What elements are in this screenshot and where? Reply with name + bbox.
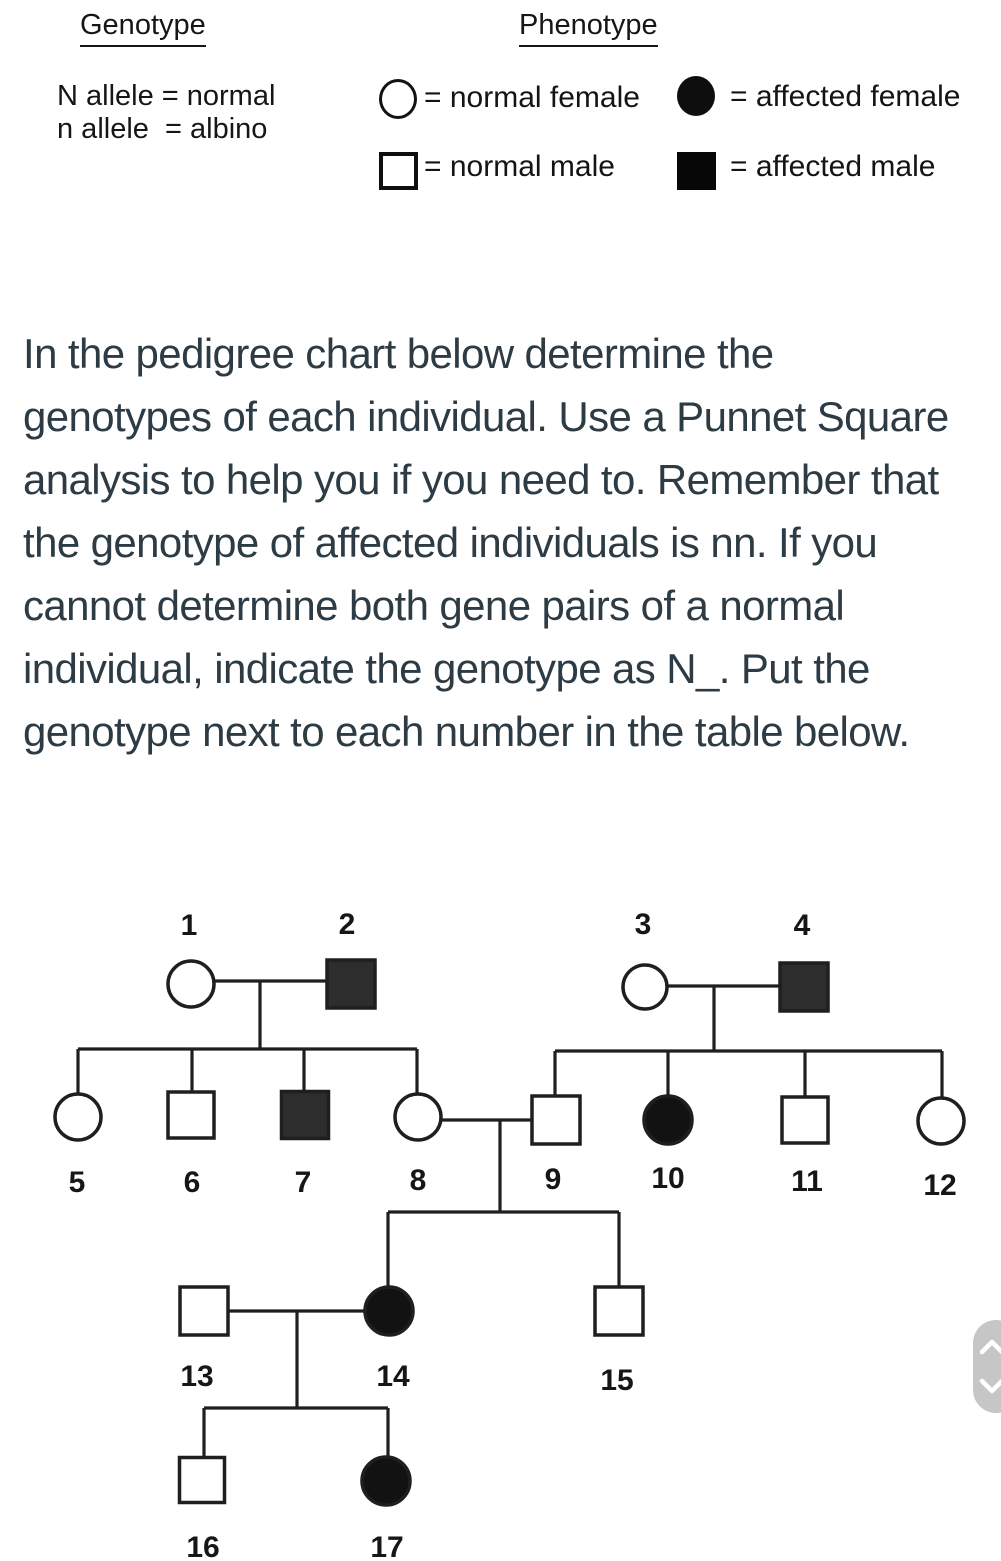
instructions-line: genotypes of each individual. Use a Punn… — [23, 393, 949, 440]
allele-key-normal: N allele = normal — [57, 80, 276, 112]
scroll-down-button[interactable] — [979, 1378, 1001, 1394]
instructions-paragraph: In the pedigree chart below determine th… — [23, 322, 949, 763]
pedigree-individual-8-circle — [393, 1092, 443, 1142]
phenotype-heading: Phenotype — [519, 9, 658, 47]
affected-female-label: = affected female — [730, 80, 961, 113]
pedigree-individual-7-square — [279, 1089, 331, 1141]
normal-male-square-icon — [379, 152, 418, 190]
pedigree-individual-14-circle — [363, 1285, 415, 1337]
pedigree-individual-15-square — [593, 1285, 645, 1337]
pedigree-individual-6-square — [166, 1090, 216, 1140]
affected-female-circle-icon — [677, 76, 715, 116]
pedigree-number-label-17: 17 — [370, 1531, 403, 1561]
pedigree-number-label-10: 10 — [651, 1162, 684, 1195]
instructions-line: individual, indicate the genotype as N_.… — [23, 645, 870, 692]
pedigree-number-label-13: 13 — [180, 1360, 213, 1393]
instructions-line: cannot determine both gene pairs of a no… — [23, 582, 845, 629]
pedigree-individual-3-circle — [621, 963, 669, 1011]
instructions-line: In the pedigree chart below determine th… — [23, 330, 774, 377]
pedigree-individual-10-circle — [642, 1094, 694, 1146]
instructions-line: the genotype of affected individuals is … — [23, 519, 878, 566]
pedigree-number-label-3: 3 — [635, 908, 652, 941]
genotype-heading: Genotype — [80, 9, 206, 47]
pedigree-individual-2-square — [325, 958, 377, 1010]
pedigree-number-label-6: 6 — [184, 1166, 201, 1199]
pedigree-individual-1-circle — [166, 959, 216, 1009]
pedigree-number-label-14: 14 — [376, 1360, 410, 1393]
pedigree-number-label-4: 4 — [794, 909, 811, 942]
normal-female-label: = normal female — [424, 81, 640, 114]
allele-key-albino: n allele = albino — [57, 113, 268, 145]
pedigree-individual-9-square — [530, 1094, 582, 1146]
pedigree-individual-17-circle — [360, 1455, 412, 1507]
pedigree-number-label-15: 15 — [600, 1364, 633, 1397]
affected-male-square-icon — [677, 152, 716, 190]
pedigree-number-label-5: 5 — [69, 1166, 86, 1199]
pedigree-individual-4-square — [778, 961, 830, 1013]
pedigree-number-label-11: 11 — [791, 1165, 823, 1198]
normal-female-circle-icon — [379, 79, 417, 119]
pedigree-number-label-7: 7 — [295, 1166, 312, 1199]
pedigree-number-label-9: 9 — [545, 1163, 562, 1196]
chevron-down-icon — [979, 1378, 1001, 1394]
affected-male-label: = affected male — [730, 150, 936, 183]
pedigree-individual-5-circle — [53, 1092, 103, 1142]
pedigree-individual-12-circle — [916, 1096, 966, 1146]
pedigree-number-label-16: 16 — [186, 1531, 219, 1561]
chevron-up-icon — [979, 1339, 1001, 1355]
normal-male-label: = normal male — [424, 150, 615, 183]
instructions-line: genotype next to each number in the tabl… — [23, 708, 910, 755]
pedigree-number-label-1: 1 — [181, 909, 198, 942]
instructions-line: analysis to help you if you need to. Rem… — [23, 456, 939, 503]
pedigree-number-label-2: 2 — [339, 908, 356, 941]
pedigree-individual-11-square — [780, 1095, 830, 1145]
scroll-widget[interactable] — [973, 1320, 1001, 1413]
scroll-up-button[interactable] — [979, 1339, 1001, 1355]
pedigree-individual-13-square — [178, 1285, 230, 1337]
pedigree-individual-16-square — [177, 1455, 227, 1505]
pedigree-number-label-12: 12 — [923, 1169, 956, 1202]
pedigree-number-label-8: 8 — [410, 1164, 427, 1197]
